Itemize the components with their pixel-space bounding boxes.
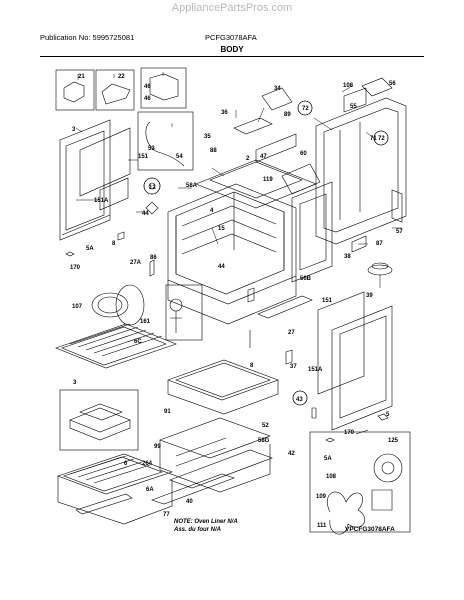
callout-label: 54 xyxy=(176,154,183,160)
inset-box-broil-pan xyxy=(59,389,139,451)
watermark: AppliancePartsPros.com xyxy=(171,2,293,14)
callout-label: 170 xyxy=(70,265,81,271)
callout-label: 264 xyxy=(142,461,153,467)
callout-label: 15 xyxy=(218,226,225,232)
callout-label: 46 xyxy=(144,96,151,102)
hinge-34 xyxy=(261,87,293,111)
callout-label: 42 xyxy=(288,451,295,457)
callout-label: 38 xyxy=(344,254,351,260)
callout-label: 53 xyxy=(148,146,155,152)
callout-label: 109 xyxy=(316,494,327,500)
note-line-2: Ass. du four N/A xyxy=(173,527,221,533)
inset-box-21 xyxy=(55,69,95,111)
callout-label: 151A xyxy=(308,367,323,373)
callout-label: 2 xyxy=(246,156,250,162)
callout-label: 44 xyxy=(142,211,149,217)
callout-label: 22 xyxy=(118,74,125,80)
right-door-outer xyxy=(331,305,393,431)
callout-label: 5A xyxy=(86,246,94,252)
callout-label: 56 xyxy=(389,81,396,87)
callout-label: 36 xyxy=(221,110,228,116)
callout-label: 3 xyxy=(73,380,77,386)
model-number: PCFG3078AFA xyxy=(205,33,257,42)
callout-label: 99 xyxy=(154,444,161,450)
callout-label: 47 xyxy=(260,154,267,160)
oven-rack-6C xyxy=(55,323,177,369)
inset-box-fan-motor xyxy=(309,431,411,533)
callout-label: 52 xyxy=(262,423,269,429)
callout-label: 72 xyxy=(302,106,309,112)
callout-label: 27A xyxy=(130,260,142,266)
callout-label: 161 xyxy=(140,319,151,325)
callout-label: 56B xyxy=(300,276,312,282)
callout-label: 107 xyxy=(72,304,83,310)
publication-number: Publication No: 5995725081 xyxy=(40,33,135,42)
callout-label: 71 xyxy=(370,136,377,142)
inset-box-161-sensor xyxy=(165,284,203,341)
callout-label: 55 xyxy=(350,104,357,110)
callout-label: 34 xyxy=(274,86,281,92)
callout-label: 60 xyxy=(300,151,307,157)
callout-label: 151 xyxy=(138,154,149,160)
callout-label: 91 xyxy=(164,409,171,415)
callout-label: 89 xyxy=(284,112,291,118)
callout-label: 151A xyxy=(94,198,109,204)
callout-label: 4 xyxy=(210,208,214,214)
callout-label: 57 xyxy=(396,229,403,235)
callout-label: 108 xyxy=(326,474,337,480)
callout-label: 6C xyxy=(134,339,142,345)
callout-label: 88 xyxy=(210,148,217,154)
note-line-1: NOTE: Oven Liner N/A xyxy=(174,519,238,525)
door-outer-panel xyxy=(59,119,111,241)
bracket-36 xyxy=(233,117,273,135)
callout-label: 6A xyxy=(146,487,154,493)
oven-rack-6 xyxy=(57,453,173,495)
door-glass xyxy=(79,127,131,197)
model-code: VPCFG3078AFA xyxy=(345,526,395,533)
callout-label: 46 xyxy=(144,84,151,90)
callout-label: 170 xyxy=(344,430,355,436)
callout-label: 44 xyxy=(218,264,225,270)
callout-label: 77 xyxy=(163,512,170,518)
callout-label: 58G xyxy=(258,438,270,444)
callout-label: 119 xyxy=(263,177,273,183)
callout-label: 39 xyxy=(366,293,373,299)
callout-label: 5A xyxy=(324,456,332,462)
callout-label: 151 xyxy=(322,298,333,304)
inset-box-22 xyxy=(95,69,135,111)
callout-label: 6 xyxy=(124,461,128,467)
callout-label: 35 xyxy=(204,134,211,140)
inset-box-53 xyxy=(137,111,194,171)
callout-label: 111 xyxy=(317,523,327,529)
callout-label: 58A xyxy=(186,183,198,189)
callout-label: 37 xyxy=(290,364,297,370)
callout-label: 21 xyxy=(78,74,85,80)
callout-label: 27 xyxy=(288,330,295,336)
callout-label: 12 xyxy=(149,185,156,191)
callout-label: 87 xyxy=(376,241,383,247)
callout-label: 8 xyxy=(250,363,254,369)
oven-cavity-frame xyxy=(167,183,297,305)
callout-label: 86 xyxy=(150,255,157,261)
callout-label: 8 xyxy=(112,241,116,247)
callout-label: 72 xyxy=(378,136,385,142)
callout-label: 108 xyxy=(343,83,354,89)
callout-label: 43 xyxy=(296,397,303,403)
callout-label: 40 xyxy=(186,499,193,505)
header-rule xyxy=(40,56,424,57)
callout-label: 5 xyxy=(386,412,390,418)
inset-box-46 xyxy=(140,67,187,109)
section-title: BODY xyxy=(220,45,244,54)
callout-label: 125 xyxy=(388,438,399,444)
back-panel xyxy=(315,97,407,245)
callout-label: 3 xyxy=(72,127,76,133)
drawer-panel-8 xyxy=(167,359,279,401)
